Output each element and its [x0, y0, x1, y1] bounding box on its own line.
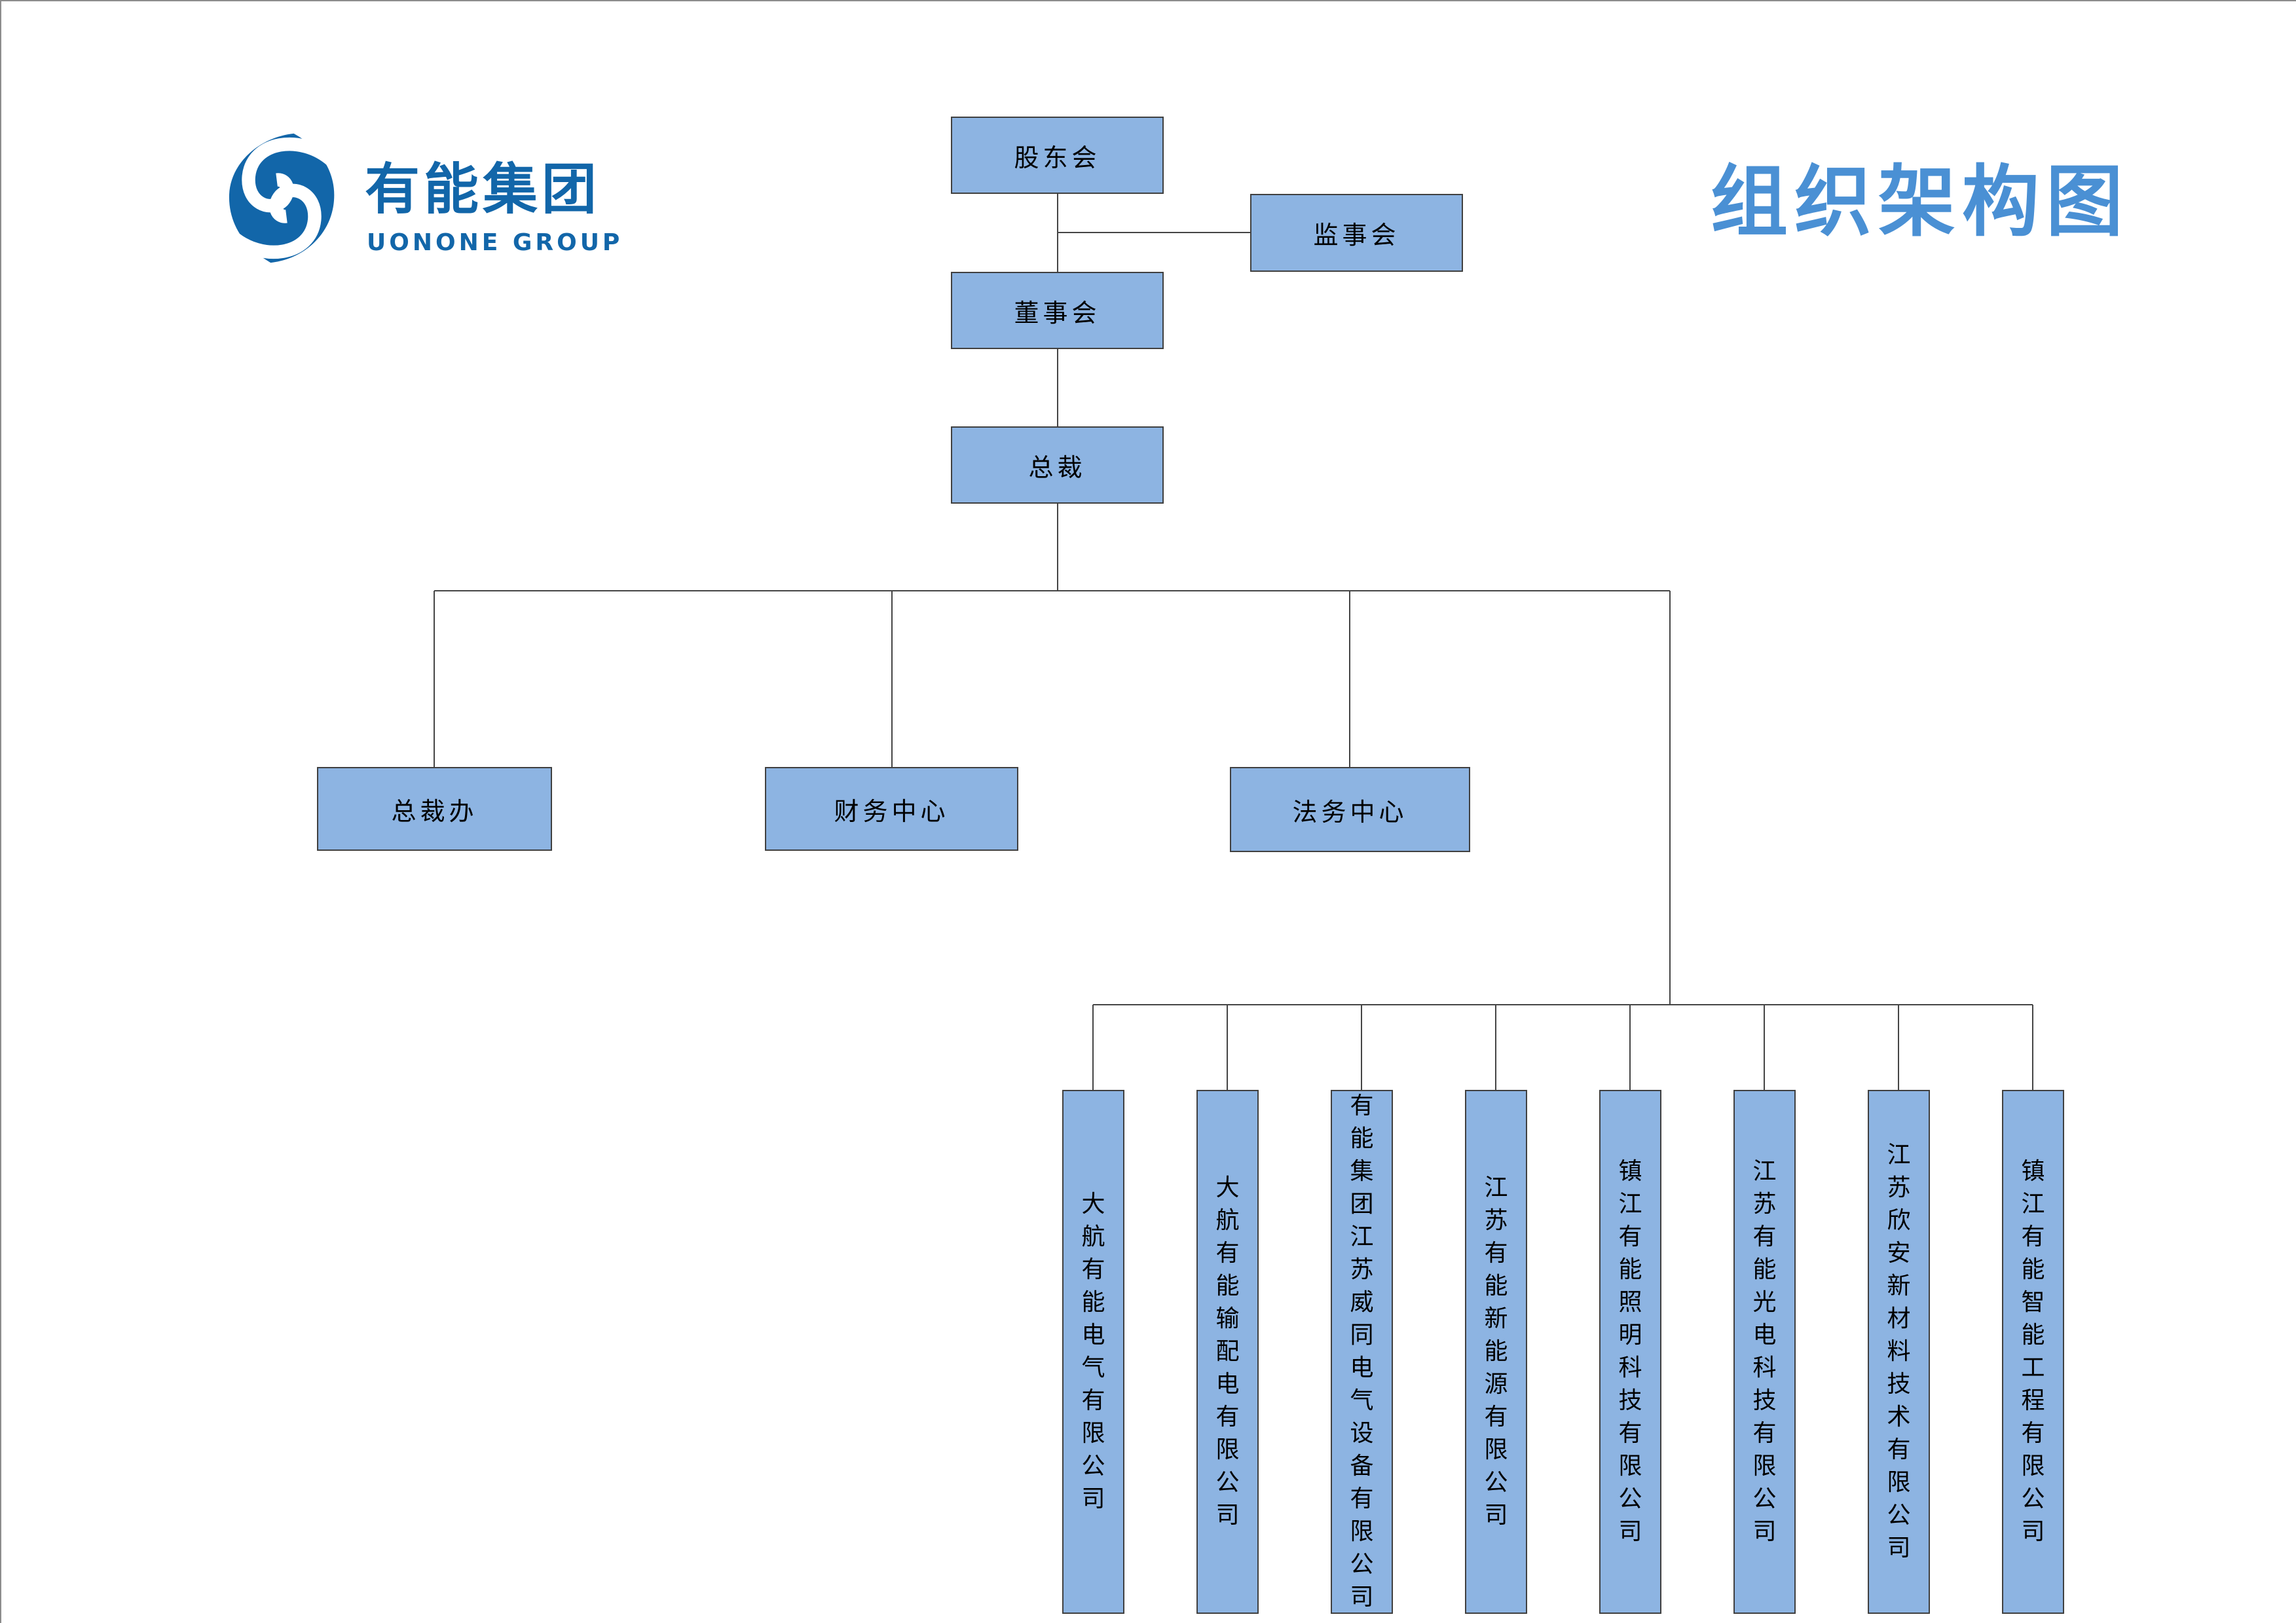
node-subsidiary-7: 江苏欣安新材料技术有限公司: [1868, 1090, 1930, 1614]
node-president-office: 总裁办: [317, 767, 552, 851]
node-shareholders: 股东会: [951, 117, 1164, 194]
node-subsidiary-1: 大航有能电气有限公司: [1062, 1090, 1124, 1614]
logo-english-name: UONONE GROUP: [367, 229, 623, 256]
node-subsidiary-2: 大航有能输配电有限公司: [1196, 1090, 1259, 1614]
node-president: 总裁: [951, 426, 1164, 504]
node-subsidiary-8: 镇江有能智能工程有限公司: [2002, 1090, 2064, 1614]
node-subsidiary-4: 江苏有能新能源有限公司: [1465, 1090, 1527, 1614]
node-subsidiary-5: 镇江有能照明科技有限公司: [1599, 1090, 1661, 1614]
node-board-of-directors: 董事会: [951, 272, 1164, 349]
chart-title: 组织架构图: [1710, 157, 2130, 247]
node-subsidiary-6: 江苏有能光电科技有限公司: [1733, 1090, 1796, 1614]
company-logo: 有能集团 UONONE GROUP: [221, 131, 627, 269]
node-legal-center: 法务中心: [1230, 767, 1470, 852]
uonone-leaf-s-icon: [227, 133, 337, 263]
node-subsidiary-3: 有能集团江苏威同电气设备有限公司: [1331, 1090, 1393, 1614]
node-finance-center: 财务中心: [765, 767, 1018, 851]
node-supervisory-board: 监事会: [1250, 194, 1463, 272]
logo-chinese-name: 有能集团: [365, 157, 601, 221]
